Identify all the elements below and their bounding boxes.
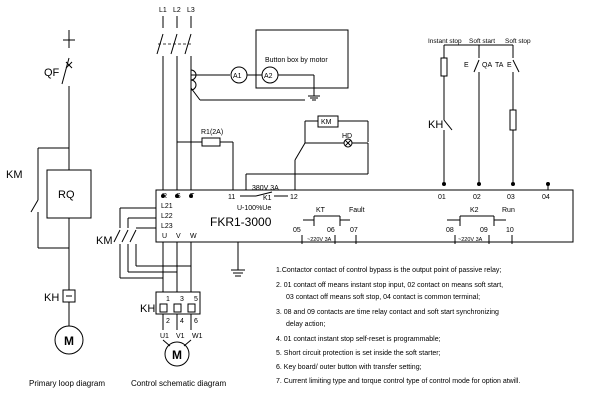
fkr1-3000-soft-starter <box>155 189 574 243</box>
notes-section: 1.Contactor contact of control bypass is… <box>276 267 520 385</box>
soft-start-label: Soft start <box>469 38 495 45</box>
motor-term-u1: U1 <box>160 333 169 340</box>
note-5: 5. Short circuit protection is set insid… <box>276 350 441 357</box>
term-09: 09 <box>480 227 488 234</box>
input-t: T <box>190 193 195 200</box>
soft-start-button <box>473 59 480 73</box>
kh-term-2: 2 <box>166 318 170 325</box>
km-bypass-label: KM <box>6 169 23 181</box>
rated-label: 380V 3A <box>252 185 279 192</box>
instant-stop-fuse <box>440 57 448 77</box>
km-contact-2 <box>121 229 129 243</box>
input-l21: L21 <box>161 203 173 210</box>
a2-label: A2 <box>264 73 273 80</box>
note-3-cont: delay action; <box>286 321 325 328</box>
e2-label: E <box>507 62 512 69</box>
input-s: S <box>176 193 181 200</box>
current-transformer <box>190 69 197 91</box>
input-r: R <box>162 193 167 200</box>
note-1: 1.Contactor contact of control bypass is… <box>276 267 501 274</box>
kh-thermal-relay <box>155 291 201 315</box>
kh-term-6: 6 <box>194 318 198 325</box>
k1-contact <box>255 191 273 197</box>
term-12: 12 <box>290 194 298 201</box>
kh-switch-contact <box>443 119 453 131</box>
term-02: 02 <box>473 194 481 201</box>
note-4: 4. 01 contact instant stop self-reset is… <box>276 336 441 343</box>
term-05: 05 <box>293 227 301 234</box>
output-u: U <box>162 233 167 240</box>
soft-stop-fuse <box>509 109 517 131</box>
kt-voltage-label: ~220V 3A <box>307 237 332 243</box>
u-label: U-100%Ue <box>237 205 271 212</box>
term-01: 01 <box>438 194 446 201</box>
km-contactor-label: KM <box>96 235 113 247</box>
km-contact-3 <box>129 229 137 243</box>
input-l23: L23 <box>161 223 173 230</box>
term-04: 04 <box>542 194 550 201</box>
k2-label: K2 <box>470 207 479 214</box>
motor-term-v1: V1 <box>176 333 185 340</box>
hd-label: HD <box>342 133 352 140</box>
term-10: 10 <box>506 227 514 234</box>
l3-label: L3 <box>187 7 195 14</box>
e1-label: E <box>464 62 469 69</box>
qa-label: QA <box>482 62 492 69</box>
note-7: 7. Current limiting type and torque cont… <box>276 378 520 385</box>
a1-label: A1 <box>233 73 242 80</box>
control-schematic: L1 L2 L3 A1 A2 Button box by mot <box>96 7 574 388</box>
term-03: 03 <box>507 194 515 201</box>
term-07: 07 <box>350 227 358 234</box>
k1-label: K1 <box>263 195 272 202</box>
instant-stop-label: Instant stop <box>428 38 462 45</box>
r1-label: R1(2A) <box>201 129 223 136</box>
l2-label: L2 <box>173 7 181 14</box>
kh-switch-label: KH <box>428 119 443 131</box>
button-box <box>255 29 349 89</box>
input-l22: L22 <box>161 213 173 220</box>
qf-label: QF <box>44 67 60 79</box>
kh-term-1: 1 <box>166 296 170 303</box>
note-6: 6. Key board/ outer button with transfer… <box>276 364 422 371</box>
button-box-label: Button box by motor <box>265 57 328 64</box>
term-11: 11 <box>228 194 235 201</box>
output-w: W <box>190 233 197 240</box>
kh-term-3: 3 <box>180 296 184 303</box>
kh-primary-label: KH <box>44 292 59 304</box>
primary-motor-icon <box>54 325 84 355</box>
note-3: 3. 08 and 09 contacts are time relay con… <box>276 309 499 316</box>
km-coil-label: KM <box>321 119 332 126</box>
term-06: 06 <box>327 227 335 234</box>
term-08: 08 <box>446 227 454 234</box>
primary-motor-label: M <box>64 334 74 348</box>
motor-term-w1: W1 <box>192 333 203 340</box>
primary-loop-caption: Primary loop diagram <box>29 379 105 388</box>
note-2: 2. 01 contact off means instant stop inp… <box>276 282 503 289</box>
qf-breaker-contact <box>61 57 70 85</box>
primary-loop-diagram: QF KM RQ KH M Primary loop diagram <box>6 30 105 388</box>
model-label: FKR1-3000 <box>210 215 272 229</box>
r1-fuse <box>201 137 221 147</box>
rq-label: RQ <box>58 189 75 201</box>
kh-relay-label: KH <box>140 303 155 315</box>
soft-stop-button <box>512 59 520 73</box>
note-2-cont: 03 contact off means soft stop, 04 conta… <box>286 294 480 301</box>
ta-label: TA <box>495 62 504 69</box>
output-v: V <box>176 233 181 240</box>
km-bypass-contact <box>30 199 39 213</box>
l1-label: L1 <box>159 7 167 14</box>
control-motor-label: M <box>172 348 182 362</box>
fault-label: Fault <box>349 207 365 214</box>
km-contact-1 <box>113 229 121 243</box>
k2-voltage-label: ~220V 3A <box>458 237 483 243</box>
kh-term-4: 4 <box>180 318 184 325</box>
kt-label: KT <box>316 207 326 214</box>
soft-stop-label: Soft stop <box>505 38 531 45</box>
kh-term-5: 5 <box>194 296 198 303</box>
control-schematic-caption: Control schematic diagram <box>131 379 226 388</box>
control-motor-icon <box>164 341 190 367</box>
run-label: Run <box>502 207 515 214</box>
